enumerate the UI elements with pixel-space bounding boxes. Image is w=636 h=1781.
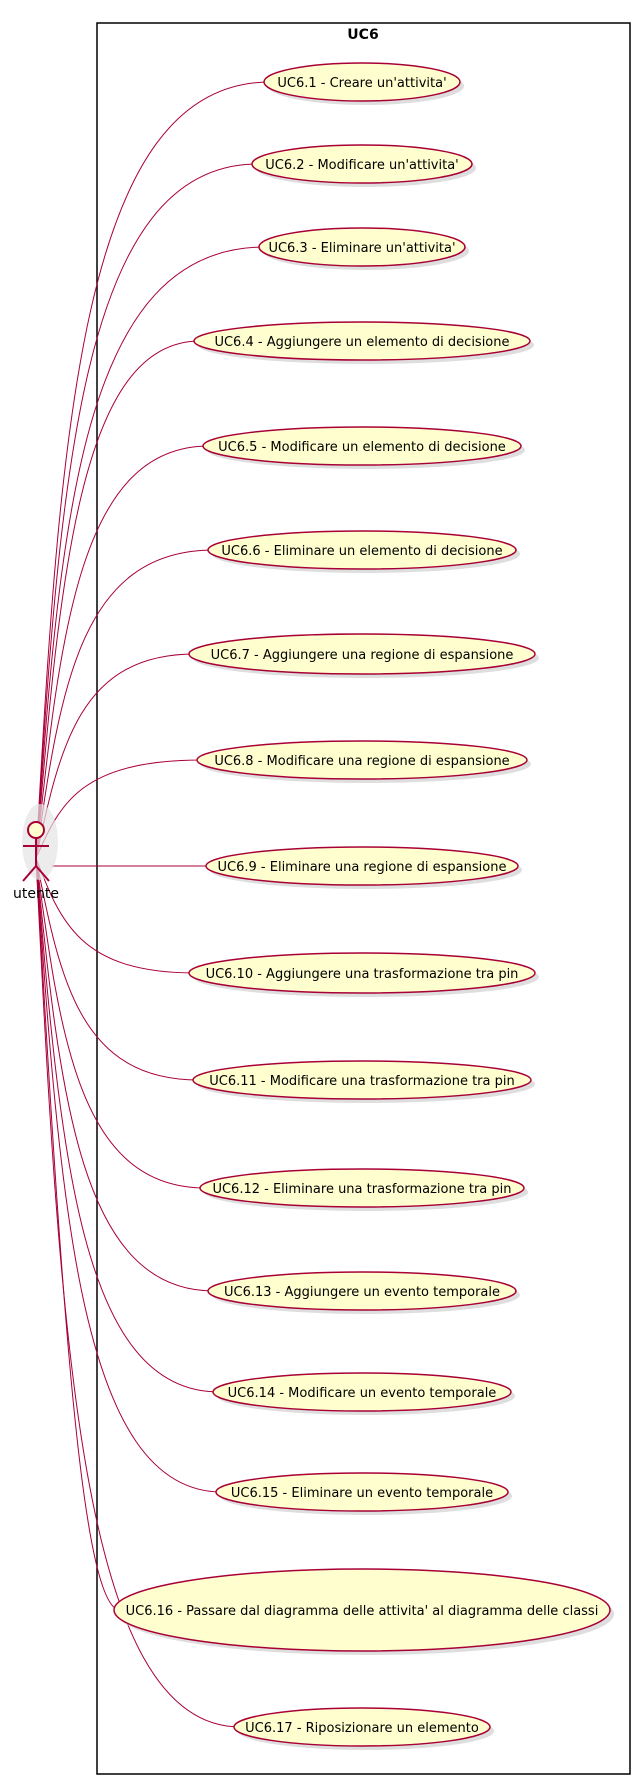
use-case-9[interactable]: UC6.9 - Eliminare una regione di espansi… [205, 846, 522, 889]
connector-line [35, 857, 200, 1081]
connector-line [35, 246, 266, 859]
use-case-ellipse [202, 426, 522, 466]
use-case-label: UC6.4 - Aggiungere un elemento di decisi… [214, 335, 509, 350]
use-case-label: UC6.11 - Modificare una trasformazione t… [209, 1074, 514, 1089]
connector-line [35, 857, 196, 974]
connector-line [35, 549, 215, 859]
connector-line [35, 857, 207, 1189]
use-case-16[interactable]: UC6.16 - Passare dal diagramma delle att… [113, 1568, 614, 1655]
use-case-label: UC6.6 - Eliminare un elemento di decisio… [221, 544, 502, 559]
connector-line [35, 857, 241, 1728]
use-case-ellipse [207, 530, 517, 570]
connector-line [35, 653, 196, 859]
use-case-ellipse [258, 227, 466, 267]
use-case-3[interactable]: UC6.3 - Eliminare un'attivita' [258, 227, 469, 270]
use-case-15[interactable]: UC6.15 - Eliminare un evento temporale [215, 1472, 512, 1515]
use-case-label: UC6.15 - Eliminare un evento temporale [231, 1486, 493, 1501]
connector-line [35, 163, 259, 859]
use-case-7[interactable]: UC6.7 - Aggiungere una regione di espans… [188, 633, 539, 678]
use-case-12[interactable]: UC6.12 - Eliminare una trasformazione tr… [199, 1168, 528, 1211]
use-case-11[interactable]: UC6.11 - Modificare una trasformazione t… [192, 1060, 535, 1103]
connector-line [35, 81, 271, 859]
use-case-label: UC6.14 - Modificare un evento temporale [228, 1386, 497, 1401]
use-case-label: UC6.3 - Eliminare un'attivita' [268, 241, 455, 256]
use-case-ellipse [215, 1472, 509, 1512]
use-case-label: UC6.5 - Modificare un elemento di decisi… [218, 440, 506, 455]
use-case-13[interactable]: UC6.13 - Aggiungere un evento temporale [207, 1271, 520, 1314]
actor-label: utente [13, 886, 59, 902]
actor-shadow [22, 804, 58, 880]
actor-utente[interactable]: utente [13, 804, 59, 902]
use-case-ellipse [113, 1568, 611, 1652]
connector-line [35, 445, 210, 859]
connector-line [35, 857, 223, 1493]
use-case-label: UC6.1 - Creare un'attivita' [277, 76, 446, 91]
connectors [35, 81, 271, 1728]
use-case-ellipse [251, 144, 473, 184]
use-case-10[interactable]: UC6.10 - Aggiungere una trasformazione t… [188, 952, 539, 997]
use-case-label: UC6.10 - Aggiungere una trasformazione t… [206, 967, 519, 982]
use-case-6[interactable]: UC6.6 - Eliminare un elemento di decisio… [207, 530, 520, 573]
use-case-ellipse [233, 1707, 491, 1747]
use-case-label: UC6.2 - Modificare un'attivita' [265, 158, 459, 173]
use-cases: UC6.1 - Creare un'attivita' UC6.2 - Modif… [113, 62, 614, 1750]
use-case-5[interactable]: UC6.5 - Modificare un elemento di decisi… [202, 426, 525, 469]
connector-line [35, 857, 121, 1611]
connector-line [35, 857, 215, 1292]
use-case-14[interactable]: UC6.14 - Modificare un evento temporale [212, 1372, 515, 1415]
use-case-label: UC6.8 - Modificare una regione di espans… [214, 754, 509, 769]
use-case-4[interactable]: UC6.4 - Aggiungere un elemento di decisi… [193, 321, 534, 364]
use-case-label: UC6.12 - Eliminare una trasformazione tr… [212, 1182, 511, 1197]
use-case-label: UC6.9 - Eliminare una regione di espansi… [218, 860, 507, 875]
actor-leg-right [35, 865, 50, 882]
use-case-ellipse [188, 952, 536, 994]
use-case-ellipse [205, 846, 519, 886]
use-case-1[interactable]: UC6.1 - Creare un'attivita' [263, 62, 464, 105]
connector-line [35, 857, 220, 1393]
use-case-ellipse [196, 740, 528, 780]
use-case-ellipse [212, 1372, 512, 1412]
use-case-8[interactable]: UC6.8 - Modificare una regione di espans… [196, 740, 531, 783]
use-case-label: UC6.17 - Riposizionare un elemento [245, 1721, 479, 1736]
use-case-ellipse [192, 1060, 532, 1100]
use-case-label: UC6.13 - Aggiungere un evento temporale [224, 1285, 500, 1300]
use-case-2[interactable]: UC6.2 - Modificare un'attivita' [251, 144, 476, 187]
use-case-label: UC6.16 - Passare dal diagramma delle att… [126, 1604, 599, 1619]
use-case-ellipse [188, 633, 536, 675]
use-case-ellipse [263, 62, 461, 102]
connector-line [35, 340, 201, 859]
system-boundary [96, 22, 631, 1775]
actor-leg-left [22, 865, 37, 882]
use-case-ellipse [193, 321, 531, 361]
use-case-ellipse [207, 1271, 517, 1311]
use-case-17[interactable]: UC6.17 - Riposizionare un elemento [233, 1707, 494, 1750]
use-case-label: UC6.7 - Aggiungere una regione di espans… [211, 648, 514, 663]
use-case-ellipse [199, 1168, 525, 1208]
system-title: UC6 [347, 27, 378, 43]
connector-line [35, 759, 204, 859]
actor-head [27, 821, 45, 839]
